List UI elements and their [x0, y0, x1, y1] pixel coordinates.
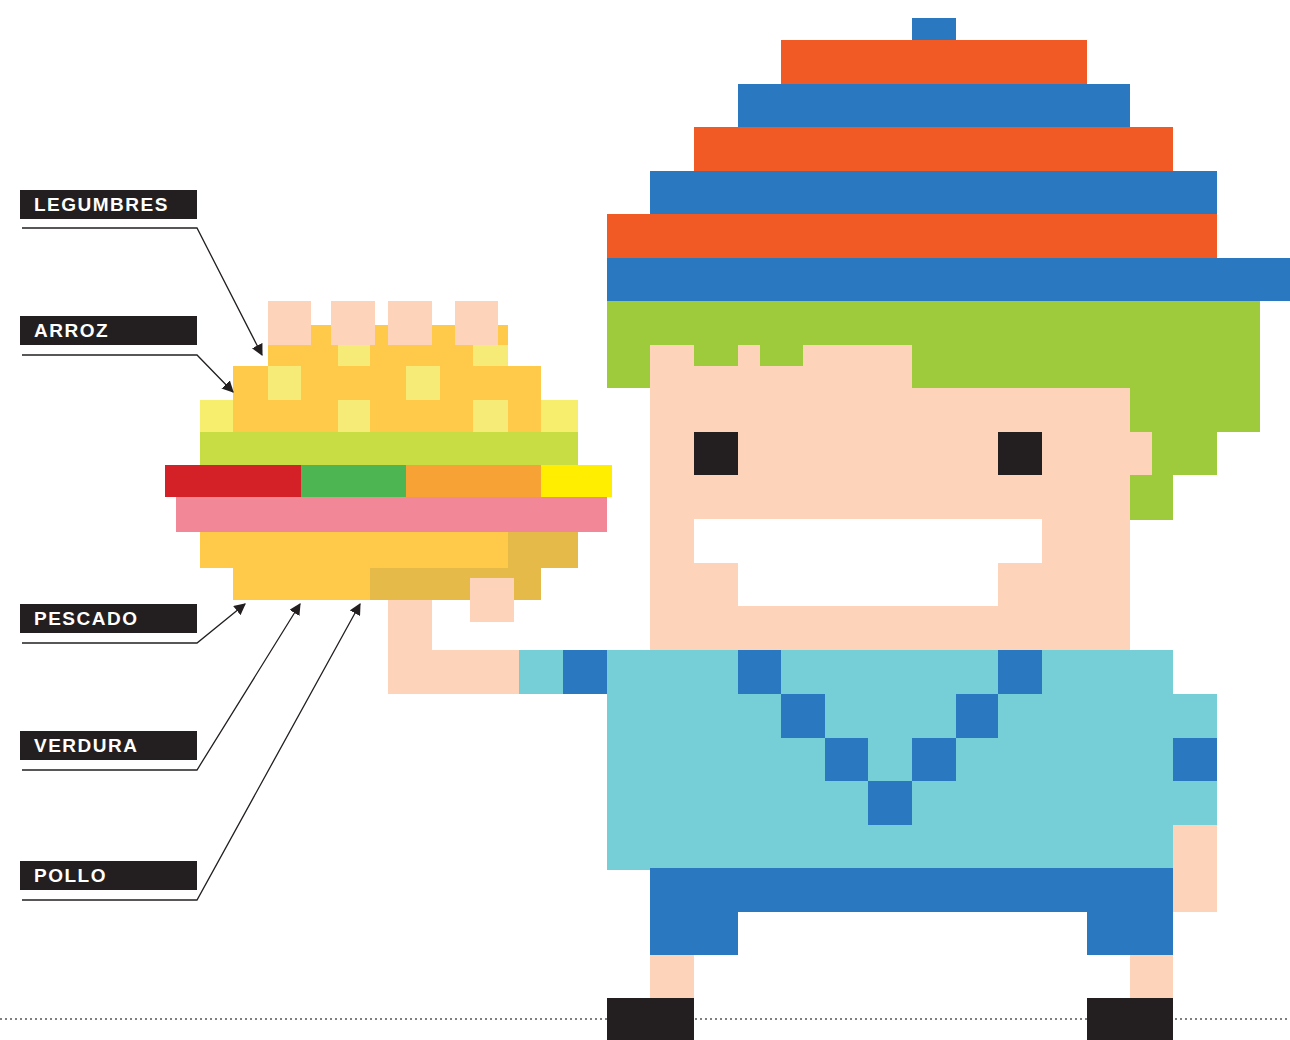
chicken — [508, 532, 578, 568]
vegetable — [406, 465, 541, 497]
sleeve-cuff — [563, 650, 607, 694]
collar-pixel — [998, 650, 1042, 694]
chicken — [370, 568, 541, 600]
legume — [455, 301, 498, 345]
mouth — [694, 519, 1042, 563]
label-text: PESCADO — [34, 604, 197, 633]
shoe — [1087, 998, 1173, 1040]
legume — [268, 301, 311, 345]
hat-stripe — [607, 258, 1290, 301]
label-text: ARROZ — [34, 316, 197, 345]
vegetable — [541, 465, 612, 497]
hat-stripe — [781, 40, 1087, 84]
label-box: ARROZ — [20, 316, 197, 345]
hair — [912, 345, 1260, 388]
bun-edge — [541, 400, 578, 432]
shirt — [607, 650, 1173, 870]
bun-edge — [200, 400, 233, 432]
sleeve — [519, 650, 563, 694]
hair — [607, 345, 650, 388]
rice-grain — [338, 400, 370, 432]
legume — [388, 301, 432, 345]
hair — [1152, 432, 1217, 475]
hat-stripe — [650, 171, 1217, 214]
label-text: VERDURA — [34, 731, 197, 760]
label-box: PESCADO — [20, 604, 197, 633]
hat-stripe — [738, 84, 1130, 127]
hair — [1130, 475, 1173, 520]
thumb — [470, 578, 514, 622]
bun — [200, 532, 578, 568]
vegetable — [301, 465, 406, 497]
arm — [388, 600, 432, 650]
eye — [998, 432, 1042, 475]
fish — [176, 497, 607, 532]
label-text: LEGUMBRES — [34, 190, 197, 219]
pants — [650, 912, 738, 955]
hat-stripe — [607, 214, 1217, 258]
collar-pixel — [912, 738, 956, 781]
label-box: VERDURA — [20, 731, 197, 760]
hat-stripe — [694, 127, 1173, 171]
hair — [760, 345, 803, 366]
eye — [694, 432, 738, 475]
label-text: POLLO — [34, 861, 197, 890]
face — [650, 345, 1130, 650]
hair — [694, 345, 738, 366]
sleeve-cuff — [1173, 738, 1217, 781]
label-box: POLLO — [20, 861, 197, 890]
ear — [1130, 432, 1152, 475]
rice-grain — [268, 366, 301, 400]
rice-grain — [473, 345, 508, 366]
leader-line — [22, 604, 245, 643]
pants — [1087, 912, 1173, 955]
shoe — [607, 998, 694, 1040]
hand — [1173, 825, 1217, 912]
collar-pixel — [956, 694, 998, 738]
collar-pixel — [868, 781, 912, 825]
collar-pixel — [781, 694, 825, 738]
leg — [1130, 955, 1173, 998]
leader-line — [22, 355, 233, 392]
pants — [650, 868, 1173, 912]
vegetable — [165, 465, 301, 497]
leg — [650, 955, 694, 998]
rice-grain — [406, 366, 440, 400]
hair — [607, 301, 1260, 345]
bun — [200, 400, 578, 432]
legume — [331, 301, 375, 345]
lettuce — [200, 432, 578, 465]
bun — [233, 366, 541, 400]
mouth — [738, 563, 998, 606]
sleeve — [1173, 694, 1217, 825]
rice-grain — [473, 400, 508, 432]
hair — [1130, 388, 1260, 432]
collar-pixel — [738, 650, 781, 694]
rice-grain — [338, 345, 370, 366]
collar-pixel — [825, 738, 868, 781]
label-box: LEGUMBRES — [20, 190, 197, 219]
hat-stripe — [912, 18, 956, 40]
arm — [388, 650, 519, 694]
